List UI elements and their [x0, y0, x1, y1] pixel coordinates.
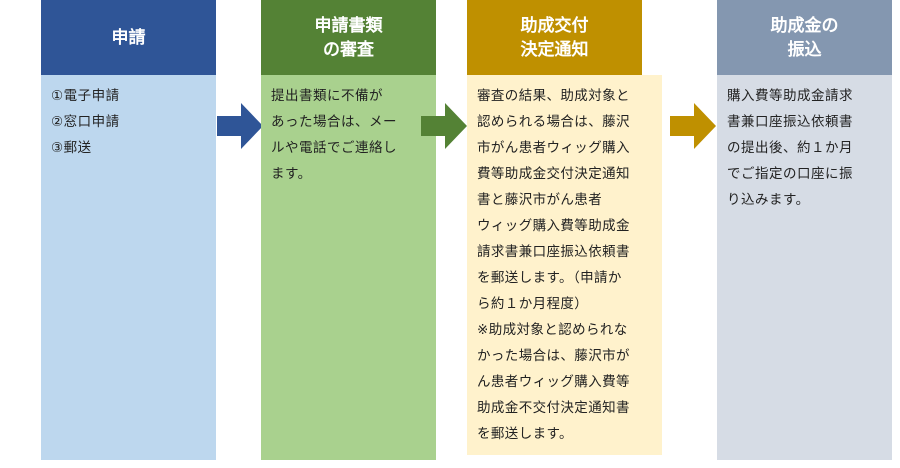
step-text-line: 書兼口座振込依頼書 — [727, 114, 853, 130]
step-text-line: 書と藤沢市がん患者 — [477, 192, 603, 208]
step-text-line: 請求書兼口座振込依頼書 — [477, 244, 630, 260]
arrow-shape — [421, 103, 467, 149]
step-text-line: ん患者ウィッグ購入費等 — [477, 374, 630, 390]
step-text-line: 費等助成金交付決定通知 — [477, 166, 630, 182]
step-body: 提出書類に不備が あった場合は、メー ルや電話でご連絡し ます。 — [261, 75, 436, 460]
step-text-line: の提出後、約１か月 — [727, 140, 853, 156]
right-arrow-icon — [421, 103, 467, 149]
step-title: 申請書類 の審査 — [261, 0, 436, 75]
step-text-line: ます。 — [271, 166, 312, 182]
right-arrow-icon — [670, 103, 716, 149]
step-text-line: 助成金不交付決定通知書 — [477, 400, 630, 416]
step-body: 購入費等助成金請求 書兼口座振込依頼書 の提出後、約１か月 でご指定の口座に振 … — [717, 75, 892, 460]
arrow-shape — [217, 103, 263, 149]
step-text-line: ら約１か月程度） — [477, 296, 589, 312]
step-text-line: かった場合は、藤沢市が — [477, 348, 630, 364]
step-body: ①電子申請 ②窓口申請 ③郵送 — [41, 75, 216, 460]
step-text-line: でご指定の口座に振 — [727, 166, 853, 182]
step-text-line: 購入費等助成金請求 — [727, 88, 853, 104]
step-title: 申請 — [41, 0, 216, 75]
step-text-line: ②窓口申請 — [51, 114, 120, 130]
step-text-line: ③郵送 — [51, 140, 92, 156]
step-text-line: ※助成対象と認められな — [477, 322, 628, 338]
step-grant-decision-notice: 助成交付 決定通知 審査の結果、助成対象と 認められる場合は、藤沢 市がん患者ウ… — [467, 0, 662, 460]
step-text-line: ルや電話でご連絡し — [271, 140, 397, 156]
step-text-line: あった場合は、メー — [271, 114, 397, 130]
step-text-line: り込みます。 — [727, 192, 810, 208]
step-application: 申請 ①電子申請 ②窓口申請 ③郵送 — [41, 0, 216, 460]
step-text-line: 審査の結果、助成対象と — [477, 88, 630, 104]
step-text-line: を郵送します。（申請か — [477, 270, 622, 286]
step-title: 助成金の 振込 — [717, 0, 892, 75]
step-title: 助成交付 決定通知 — [467, 0, 642, 75]
step-text-line: 認められる場合は、藤沢 — [477, 114, 630, 130]
right-arrow-icon — [217, 103, 263, 149]
step-text-line: 市がん患者ウィッグ購入 — [477, 140, 630, 156]
step-text-line: ウィッグ購入費等助成金 — [477, 218, 630, 234]
step-document-review: 申請書類 の審査 提出書類に不備が あった場合は、メー ルや電話でご連絡し ます… — [261, 0, 436, 460]
step-body: 審査の結果、助成対象と 認められる場合は、藤沢 市がん患者ウィッグ購入 費等助成… — [467, 75, 662, 455]
step-grant-payment: 助成金の 振込 購入費等助成金請求 書兼口座振込依頼書 の提出後、約１か月 でご… — [717, 0, 892, 460]
step-text-line: 提出書類に不備が — [271, 88, 383, 104]
step-text-line: ①電子申請 — [51, 88, 120, 104]
step-text-line: を郵送します。 — [477, 426, 573, 442]
arrow-shape — [670, 103, 716, 149]
